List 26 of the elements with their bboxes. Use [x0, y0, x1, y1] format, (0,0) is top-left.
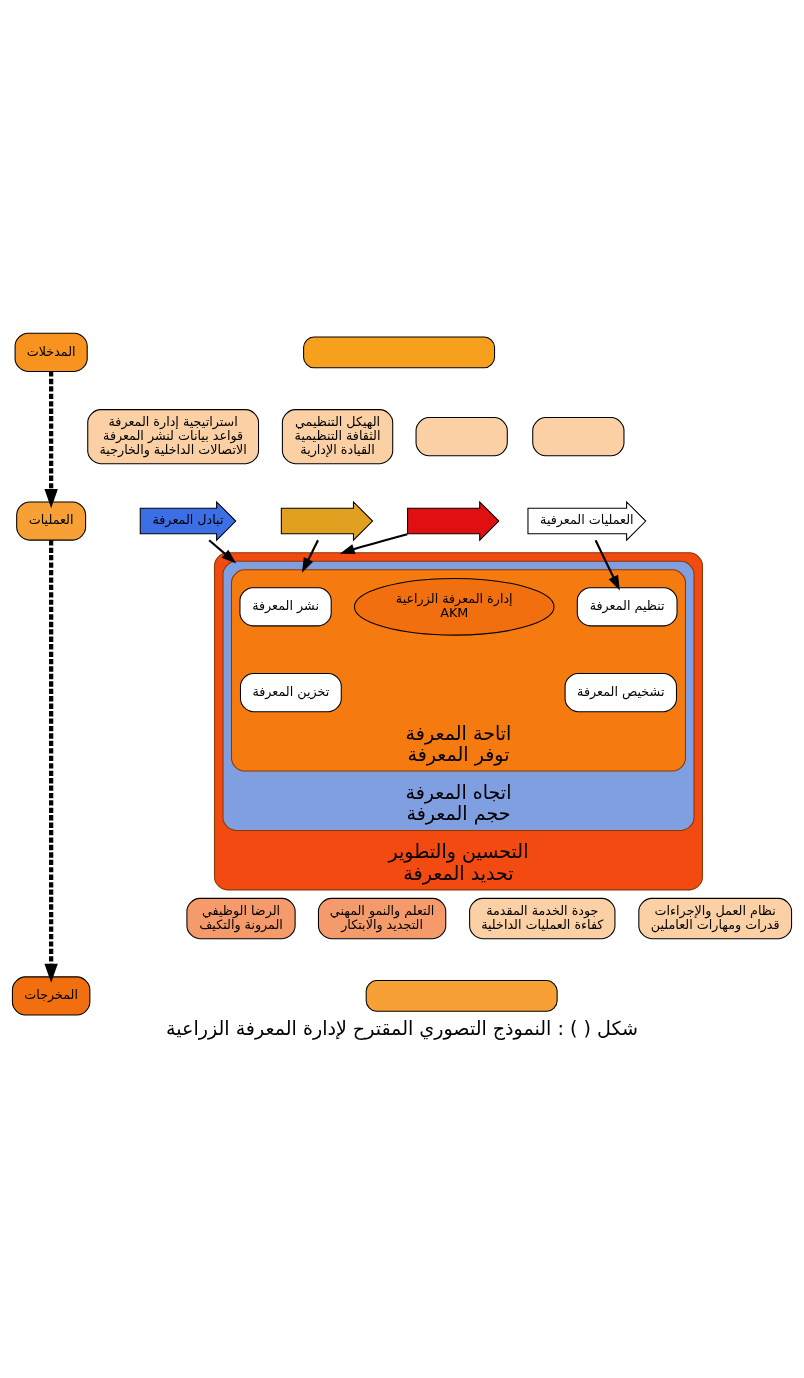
arrow [44, 540, 58, 983]
node-bar [303, 336, 496, 369]
arrow [208, 539, 237, 564]
node-box: التعلم والنمو المهني التجديد والابتكار [317, 897, 447, 940]
node-box: الرضا الوظيفي المرونة والتكيف [186, 897, 296, 940]
node-box: العمليات [16, 501, 87, 541]
node-box: الهيكل التنظيمي الثقافة التنظيمية القيادة الإدارية [281, 409, 394, 465]
node-box: المخرجات [11, 976, 91, 1016]
node-box: تنظيم المعرفة [576, 587, 678, 627]
diagram-title: شكل ( ) : النموذج التصوري المقترح لإدارة المعرفة الزراعية [166, 1016, 638, 1040]
node-bar [365, 980, 558, 1012]
node-box [415, 417, 508, 457]
node-box: تشخيص المعرفة [564, 672, 677, 713]
node-arrow [407, 500, 500, 542]
node-box: نشر المعرفة [239, 587, 332, 627]
arrow [44, 371, 58, 509]
arrow [594, 539, 620, 591]
node-box: المدخلات [14, 332, 88, 372]
arrow [301, 539, 319, 573]
arrow [339, 533, 408, 555]
node-box: استراتيجية إدارة المعرفة قواعد بيانات لنشر المعرفة الاتصالات الداخلية والخارجية [87, 409, 260, 465]
node-box: نظام العمل والإجراءات قدرات ومهارات العاملين [638, 897, 793, 940]
node-box: تخزين المعرفة [239, 672, 342, 713]
node-box: جودة الخدمة المقدمة كفاءة العمليات الداخلية [469, 897, 616, 940]
node-box [532, 417, 625, 457]
node-arrow [280, 500, 374, 542]
